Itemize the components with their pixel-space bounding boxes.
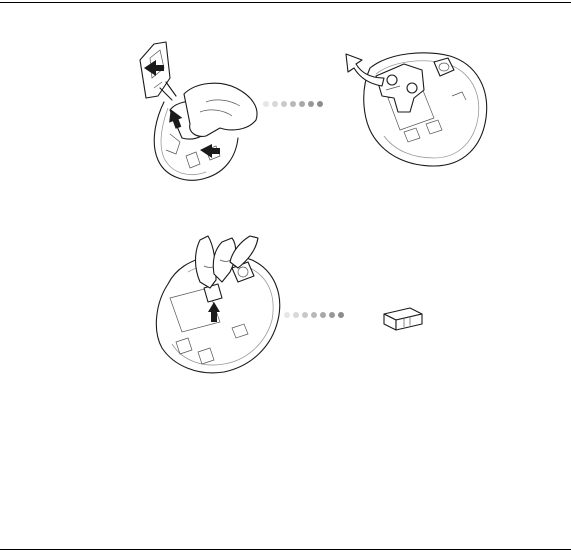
slide-arrow-icon — [200, 144, 220, 158]
mouse-remove-receiver-illustration — [148, 232, 288, 382]
top-rule — [0, 2, 571, 3]
bottom-rule — [0, 549, 571, 550]
thumb-illustration — [184, 83, 257, 136]
mouse-underside-press-illustration — [136, 38, 266, 188]
progress-dots-2 — [283, 309, 343, 321]
lift-arrow-icon — [346, 54, 384, 86]
scroll-wheel — [434, 58, 454, 76]
progress-dots-1 — [262, 98, 322, 110]
pull-up-arrow-icon — [208, 302, 220, 322]
nano-receiver — [204, 284, 222, 302]
mouse-cover-lifted-illustration — [330, 42, 505, 172]
nano-receiver-icon — [380, 304, 426, 334]
